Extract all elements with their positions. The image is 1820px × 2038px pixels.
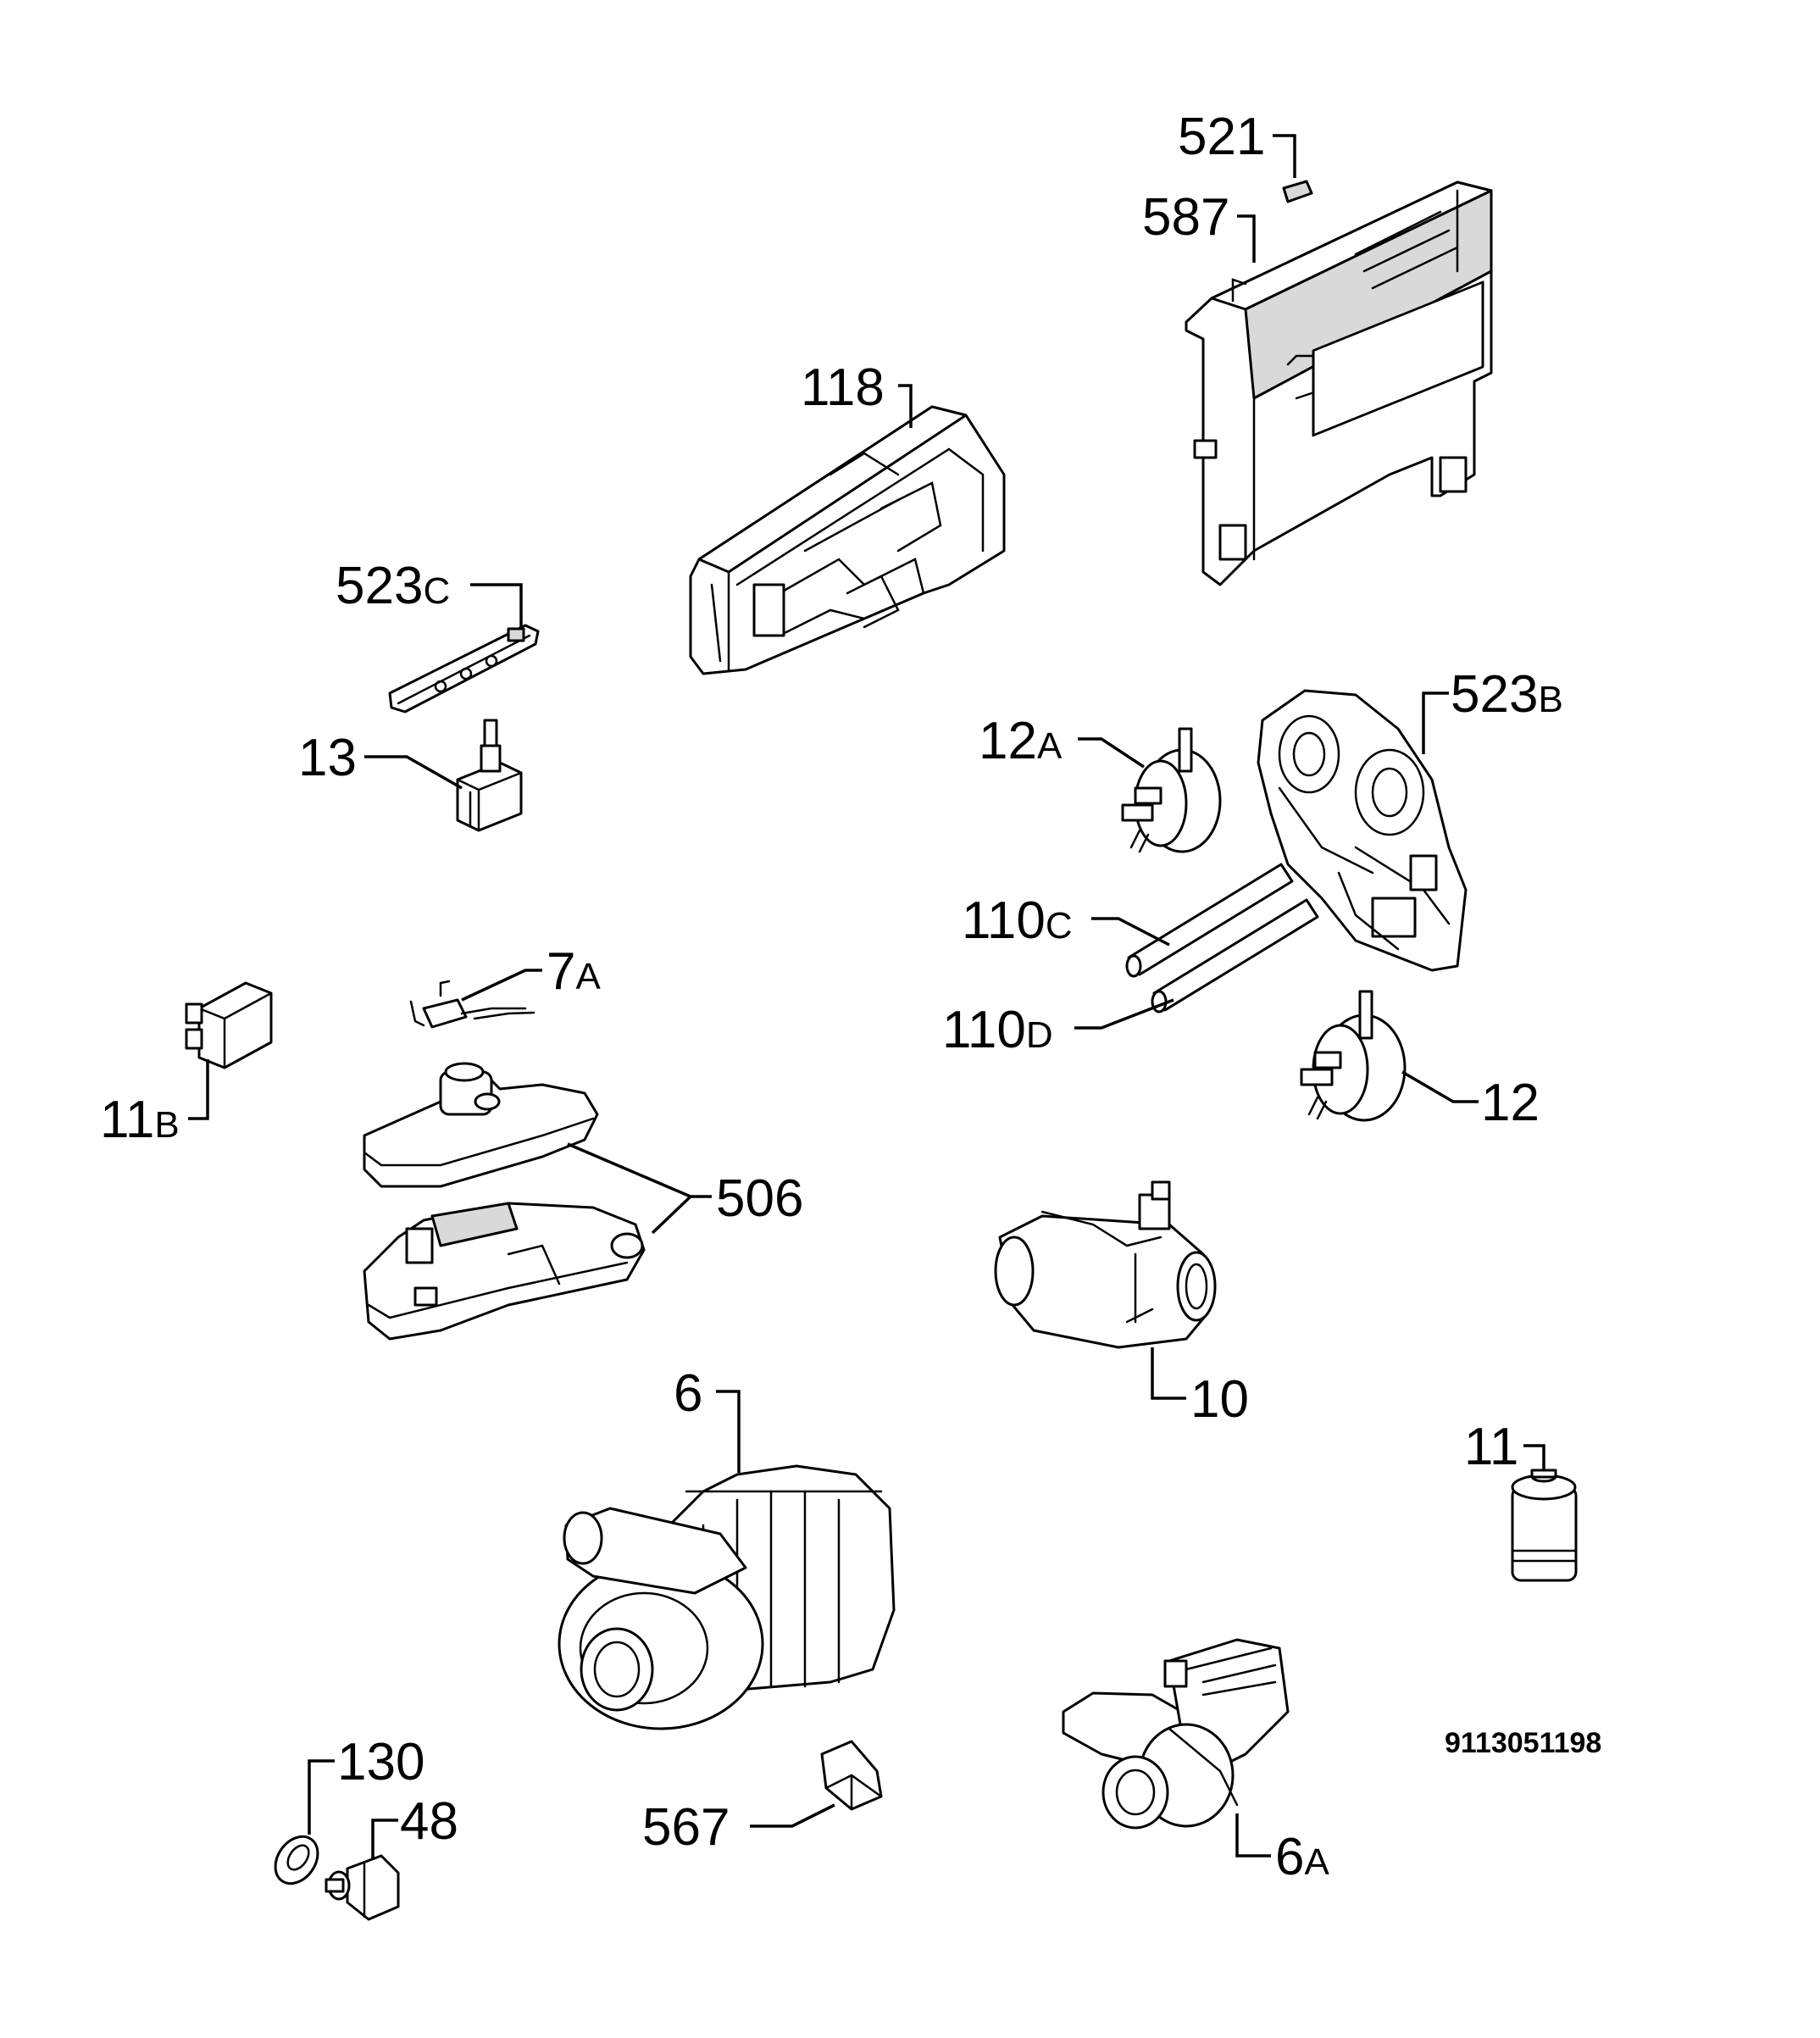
part-6-circulation-pump [558, 1464, 896, 1730]
leader-110d [1074, 998, 1174, 1030]
part-130-seal-ring [274, 1835, 319, 1885]
leader-6a [1235, 1813, 1271, 1858]
leader-12a [1078, 737, 1145, 769]
leader-11 [1523, 1444, 1545, 1470]
part-11-capacitor [1511, 1469, 1578, 1582]
part-521-chip [1282, 180, 1313, 203]
label-521: 521 [1178, 108, 1265, 166]
label-110d: 110D [942, 1001, 1053, 1059]
label-130: 130 [337, 1733, 424, 1791]
part-12a-pressure-switch [1121, 727, 1222, 853]
reference-number: 9113051198 [1445, 1727, 1601, 1759]
label-506: 506 [716, 1169, 803, 1228]
leader-13 [364, 755, 463, 790]
part-110c-hose [1125, 863, 1294, 978]
label-48: 48 [400, 1792, 458, 1851]
label-13: 13 [298, 729, 357, 787]
part-587-control-board [1185, 180, 1493, 586]
leader-11b [188, 1059, 209, 1120]
label-11b: 11B [100, 1091, 180, 1149]
label-10: 10 [1190, 1370, 1249, 1429]
leader-506-upper [567, 1142, 691, 1198]
leader-567 [750, 1803, 835, 1828]
part-523c-pcb [388, 624, 540, 714]
part-13-switch [456, 719, 523, 832]
leader-6 [716, 1390, 741, 1473]
part-118-dispenser [689, 405, 1006, 675]
label-110c: 110C [962, 891, 1073, 950]
part-48-plug [325, 1854, 400, 1921]
leader-523c [470, 583, 523, 627]
part-7a-float-switch [409, 980, 535, 1029]
label-12a: 12A [979, 712, 1063, 770]
part-506-float-housing [363, 1062, 646, 1341]
part-11b-relay [185, 981, 273, 1069]
leader-130 [308, 1759, 335, 1835]
leader-10 [1151, 1347, 1186, 1400]
leader-506 [651, 1195, 712, 1235]
callout-labels: 521 587 118 523C 523B 13 12A 110C 110D 1… [100, 108, 1563, 1886]
label-118: 118 [801, 358, 885, 417]
label-523b: 523B [1451, 665, 1563, 724]
label-6a: 6A [1275, 1828, 1329, 1886]
part-523b-heater-bracket [1257, 689, 1468, 972]
label-6: 6 [674, 1364, 702, 1423]
part-10-heating-chamber [994, 1180, 1217, 1349]
label-11: 11 [1464, 1418, 1518, 1476]
leader-587 [1237, 214, 1256, 263]
label-12: 12 [1481, 1074, 1540, 1132]
leader-lines [188, 134, 1545, 1860]
part-567-connector [820, 1740, 883, 1811]
part-6a-drain-pump [1062, 1638, 1290, 1830]
leader-118 [898, 384, 913, 428]
leader-12 [1401, 1070, 1479, 1103]
leader-521 [1273, 134, 1296, 178]
label-523c: 523C [336, 557, 450, 615]
leader-48 [371, 1819, 398, 1860]
label-587: 587 [1142, 188, 1229, 247]
label-567: 567 [642, 1798, 730, 1857]
leader-110c [1091, 917, 1170, 947]
label-7a: 7A [547, 942, 601, 1001]
part-12-pressure-switch [1300, 990, 1407, 1122]
leader-7a [461, 969, 542, 1002]
leader-523b [1422, 691, 1449, 754]
